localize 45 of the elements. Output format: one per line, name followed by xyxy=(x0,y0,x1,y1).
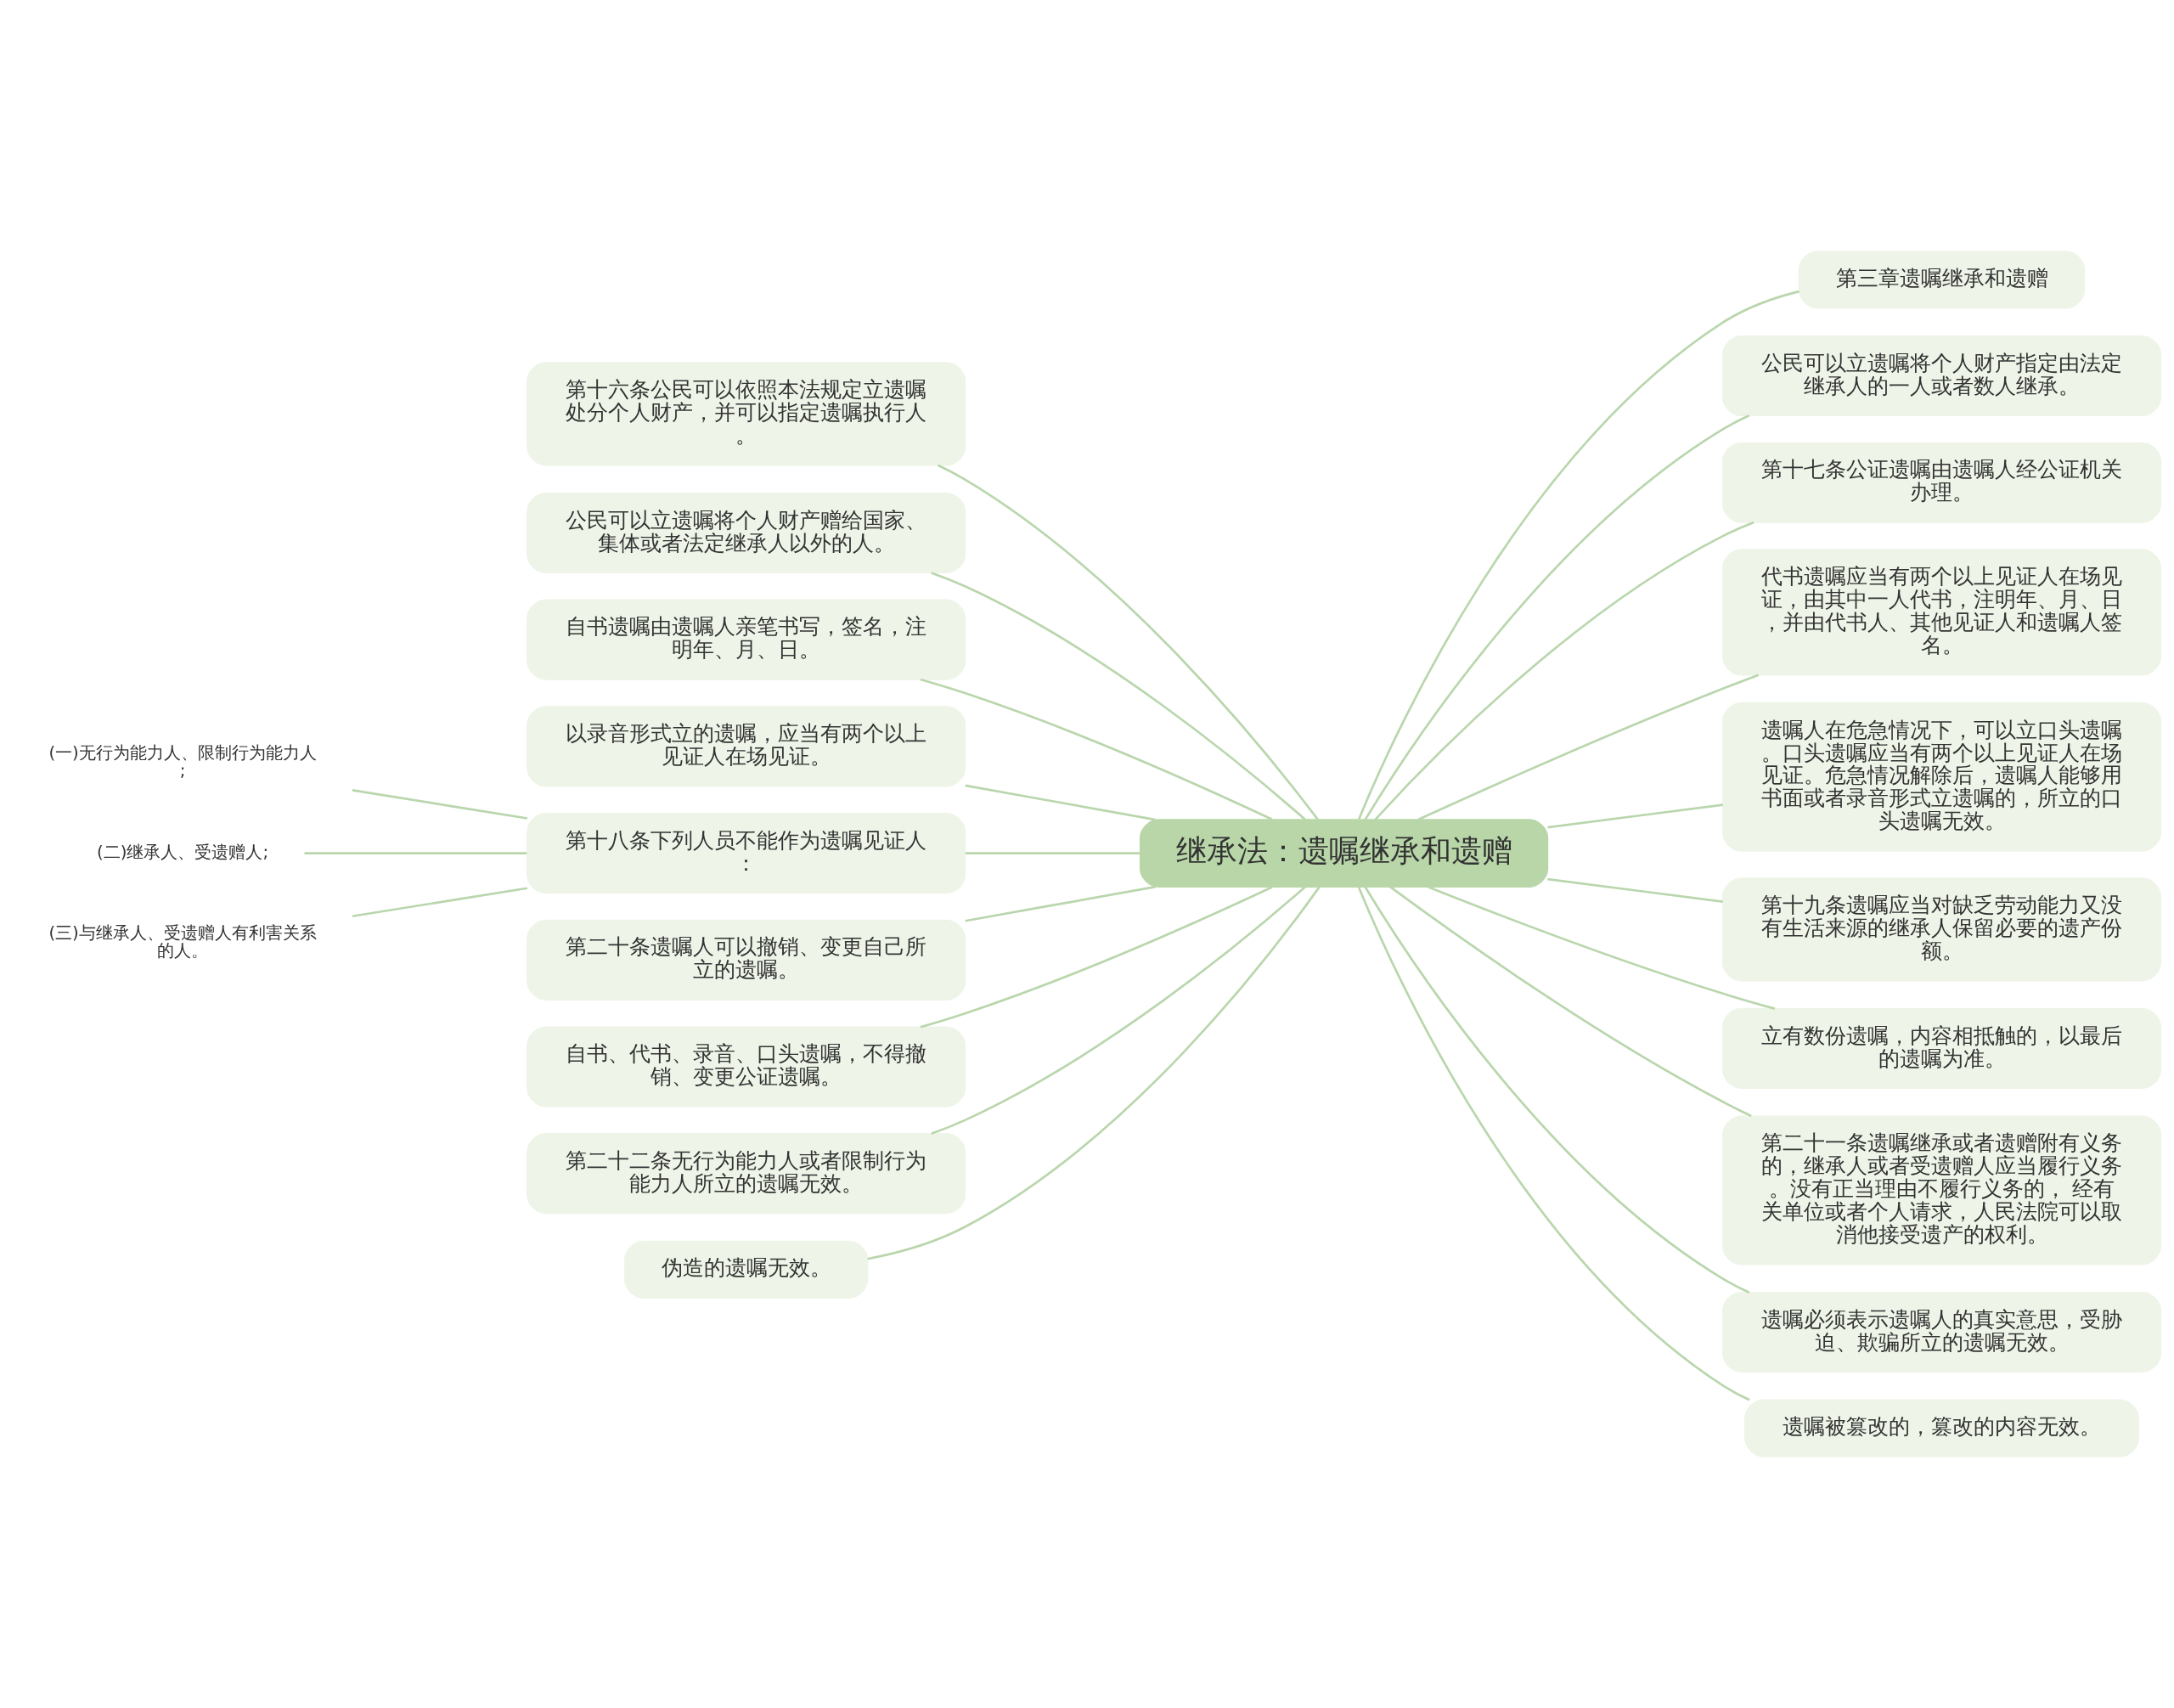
node-box: 代书遗嘱应当有两个以上见证人在场见证，由其中一人代书，注明年、月、日，并由代书人、其他见证人和遗嘱人签名。 xyxy=(1721,549,2162,676)
node-box: 遗嘱被篡改的，篡改的内容无效。 xyxy=(1743,1399,2140,1457)
connector xyxy=(1547,877,1723,903)
connector xyxy=(1417,674,1760,820)
connector xyxy=(1374,521,1754,820)
connector xyxy=(937,464,1319,820)
connector xyxy=(1357,887,1750,1401)
node-box: 第十六条公民可以依照本法规定立遗嘱处分个人财产，并可以指定遗嘱执行人。 xyxy=(527,362,966,466)
node-box: 第二十二条无行为能力人或者限制行为能力人所立的遗嘱无效。 xyxy=(527,1133,966,1215)
connector xyxy=(965,784,1156,821)
node-box: 第十九条遗嘱应当对缺乏劳动能力又没有生活来源的继承人保留必要的遗产份额。 xyxy=(1721,877,2162,982)
node-box: 公民可以立遗嘱将个人财产赠给国家、集体或者法定继承人以外的人。 xyxy=(527,492,966,574)
connector xyxy=(931,886,1306,1136)
node-box: 第二十条遗嘱人可以撤销、变更自己所立的遗嘱。 xyxy=(527,919,966,1001)
node-text: (一)无行为能力人、限制行为能力人; xyxy=(48,742,317,781)
connector xyxy=(1389,886,1752,1118)
node-text: (三)与继承人、受遗赠人有利害关系的人。 xyxy=(48,922,317,961)
connector xyxy=(1364,414,1750,820)
connector xyxy=(965,852,1141,854)
connector xyxy=(965,885,1156,922)
connector xyxy=(352,887,528,918)
connector xyxy=(1357,290,1799,820)
connector xyxy=(920,678,1273,820)
connector xyxy=(1364,886,1750,1294)
node-box: 自书遗嘱由遗嘱人亲笔书写，签名，注明年、月、日。 xyxy=(527,599,966,680)
node-box: 遗嘱必须表示遗嘱人的真实意思，受胁迫、欺骗所立的遗嘱无效。 xyxy=(1721,1291,2162,1373)
node-text: (二)继承人、受遗赠人; xyxy=(97,842,269,862)
connector xyxy=(304,852,527,854)
connector xyxy=(352,789,528,820)
node-box: 以录音形式立的遗嘱，应当有两个以上见证人在场见证。 xyxy=(527,706,966,787)
node-box: 第十八条下列人员不能作为遗嘱见证人： xyxy=(527,813,966,894)
connector xyxy=(1428,886,1776,1010)
node-box: 公民可以立遗嘱将个人财产指定由法定继承人的一人或者数人继承。 xyxy=(1721,335,2162,417)
node-box: 立有数份遗嘱，内容相抵触的，以最后的遗嘱为准。 xyxy=(1721,1007,2162,1090)
connector xyxy=(867,886,1321,1260)
node-box: 第三章遗嘱继承和遗赠 xyxy=(1798,251,2086,309)
node-box: 伪造的遗嘱无效。 xyxy=(624,1240,869,1299)
node-box: 遗嘱人在危急情况下，可以立口头遗嘱。口头遗嘱应当有两个以上见证人在场见证。危急情况解除后，遗嘱人能够用书面或者录音形式立遗嘱的，所立的口头遗嘱无效。 xyxy=(1721,702,2162,852)
node-box: 继承法：遗嘱继承和遗赠 xyxy=(1139,819,1549,888)
connector xyxy=(920,886,1273,1029)
connector xyxy=(1547,803,1723,829)
node-box: 第二十一条遗嘱继承或者遗赠附有义务的，继承人或者受遗赠人应当履行义务。没有正当理由不履行义务的， 经有关单位或者个人请求，人民法院可以取消他接受遗产的权利。 xyxy=(1721,1115,2162,1265)
node-box: 自书、代书、录音、口头遗嘱，不得撤销、变更公证遗嘱。 xyxy=(527,1026,966,1108)
node-box: 第十七条公证遗嘱由遗嘱人经公证机关办理。 xyxy=(1721,442,2162,523)
connector xyxy=(931,572,1306,820)
